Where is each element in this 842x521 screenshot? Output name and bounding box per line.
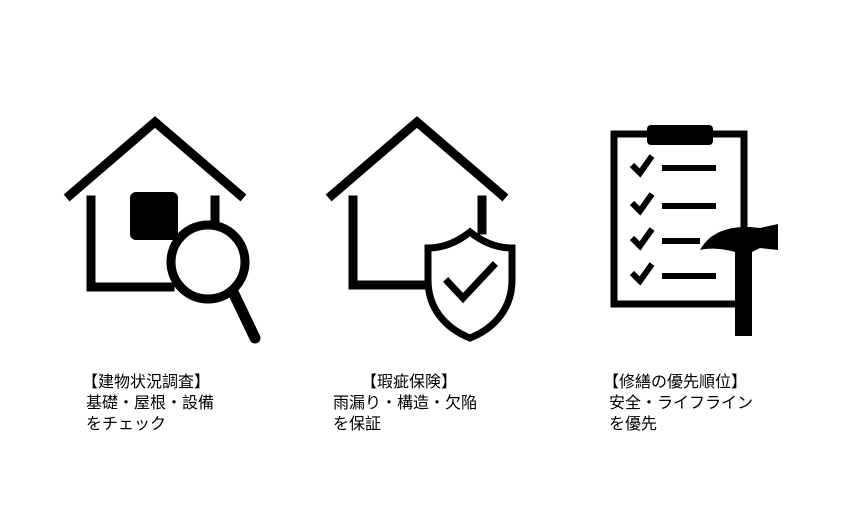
caption-building-inspection: 【建物状況調査】 基礎・屋根・設備 をチェック (82, 371, 214, 434)
clipboard-hammer-icon (610, 125, 778, 336)
caption-line: 雨漏り・構造・欠陥 (333, 393, 478, 412)
caption-line: を保証 (333, 414, 382, 433)
caption-repair-priority: 【修繕の優先順位】 安全・ライフライン を優先 (603, 371, 753, 434)
caption-title: 【瑕疵保険】 (361, 372, 458, 391)
caption-line: を優先 (609, 414, 658, 433)
house-magnifier-icon (63, 116, 261, 344)
caption-line: をチェック (86, 414, 167, 433)
house-shield-icon (325, 116, 516, 342)
caption-line: 基礎・屋根・設備 (86, 393, 215, 412)
caption-title: 【修繕の優先順位】 (603, 372, 748, 391)
caption-line: 安全・ライフライン (609, 393, 754, 412)
caption-defect-insurance: 【瑕疵保険】 雨漏り・構造・欠陥 を保証 (333, 371, 477, 434)
caption-title: 【建物状況調査】 (82, 372, 211, 391)
